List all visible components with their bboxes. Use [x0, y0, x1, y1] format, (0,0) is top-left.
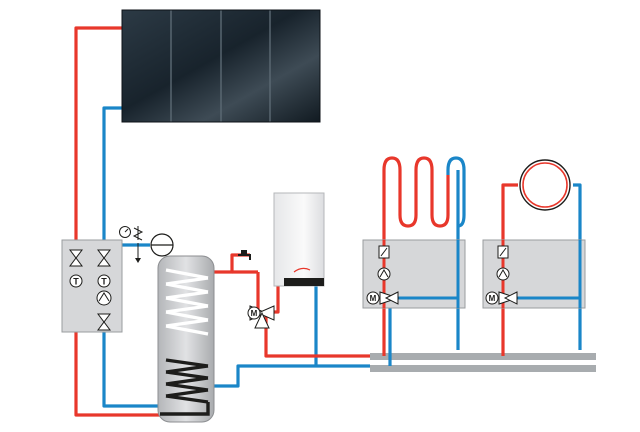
valve-motor-icon — [247, 306, 261, 320]
module1-motor-label: M — [370, 294, 377, 303]
supply-pipes — [74, 26, 518, 417]
heating-module-2: M — [482, 239, 586, 309]
isolation-valve-icon — [97, 313, 111, 323]
underfloor-coil-return — [446, 156, 466, 228]
module2-pump-arrow — [498, 268, 508, 278]
wall-boiler — [273, 192, 325, 287]
valve-bottom-wing — [254, 311, 270, 329]
mixing-valve: M — [247, 305, 275, 329]
module1-valve-right — [384, 291, 399, 305]
radiator-inner-ring — [522, 162, 568, 208]
ball-valve-icon — [97, 249, 111, 259]
safety-valve-icon — [132, 226, 144, 241]
module1-pump-icon — [377, 267, 391, 281]
valve-motor-label: M — [251, 309, 258, 318]
check-valve-icon-lower — [69, 257, 83, 267]
module1-meter-needle — [380, 247, 388, 257]
pump-arrow-icon — [98, 292, 110, 302]
collector-return-pipe — [102, 106, 122, 240]
wall-hung-boiler-icon — [273, 192, 325, 287]
heating-supply-pipe — [264, 312, 370, 358]
lower-coil — [160, 358, 210, 416]
ball-valve-icon-lower — [97, 257, 111, 267]
tank-hot-outlet-pipe — [210, 253, 250, 274]
module1-pump-arrow — [379, 268, 389, 278]
module2-motor-icon — [485, 291, 499, 305]
boiler-logo-icon — [293, 267, 311, 273]
module2-motor-label: M — [489, 294, 496, 303]
thermometer-label-right: T — [101, 277, 107, 287]
valve-right-wing — [256, 305, 275, 321]
tap-icon — [238, 254, 251, 260]
tap-handle — [241, 250, 247, 254]
pump-station-body — [61, 239, 123, 333]
heating-module-1: M — [362, 239, 466, 309]
circulator-pump-icon — [96, 290, 112, 306]
upper-coil — [165, 268, 209, 336]
gray-header-pipe-lower — [370, 365, 596, 372]
storage-tank — [157, 255, 215, 423]
gauge-needle — [124, 228, 129, 233]
check-valve-icon — [69, 249, 83, 259]
thermometer-icon-right — [97, 274, 111, 288]
drain-arrow-icon — [135, 258, 141, 263]
gray-header-pipe-upper — [370, 353, 596, 360]
solar-return-to-tank-pipe — [102, 330, 160, 408]
underfloor-coil-supply — [382, 156, 450, 240]
panel-frame — [121, 9, 321, 123]
gray-header-pipes — [370, 353, 596, 372]
module1-motor-icon — [366, 291, 380, 305]
solar-pump-station: T T — [61, 239, 123, 333]
radiator-circuit — [519, 159, 571, 211]
radiator-icon — [519, 159, 571, 211]
expansion-group — [119, 226, 174, 263]
module2-valve-right — [503, 291, 518, 305]
module2-meter-needle — [499, 247, 507, 257]
dhw-tap — [238, 250, 251, 260]
solar-collector — [121, 9, 321, 123]
thermometer-icon — [69, 274, 83, 288]
isolation-valve-icon-lower — [97, 321, 111, 331]
boiler-base-panel — [284, 278, 324, 286]
collector-supply-pipe — [74, 26, 160, 417]
radiator-supply-pipe — [501, 183, 518, 240]
tank-cold-line — [210, 364, 370, 388]
thermometer-label: T — [73, 277, 79, 287]
module2-pump-icon — [496, 267, 510, 281]
